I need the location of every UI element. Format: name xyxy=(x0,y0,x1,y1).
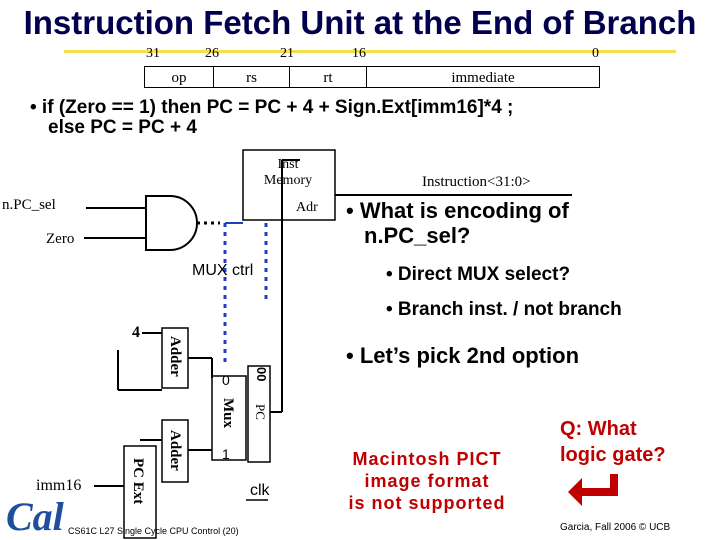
title-underline xyxy=(64,50,676,53)
bullet-direct-mux: • Direct MUX select? xyxy=(386,264,571,285)
pict-line1: Macintosh PICT xyxy=(352,449,502,469)
npc-sel-label: n.PC_sel xyxy=(2,197,56,213)
bit-16: 16 xyxy=(352,46,366,61)
question-line1: Q: What xyxy=(560,418,637,440)
field-immediate: immediate xyxy=(366,66,600,88)
clk-label: clk xyxy=(250,482,270,499)
bit-31: 31 xyxy=(146,46,160,61)
svg-text:Cal: Cal xyxy=(6,494,65,538)
footer-course: CS61C L27 Single Cycle CPU Control (20) xyxy=(68,526,239,536)
imm16-label: imm16 xyxy=(36,477,82,494)
instruction-label: Instruction<31:0> xyxy=(422,174,531,190)
pict-line3: is not supported xyxy=(348,493,506,513)
pc-register xyxy=(247,365,271,463)
mux-input-1: 1 xyxy=(222,446,230,462)
zeros-label: 00 xyxy=(254,367,269,382)
and-gate xyxy=(145,195,198,251)
pict-placeholder: Macintosh PICT image format is not suppo… xyxy=(315,448,539,513)
field-rt: rt xyxy=(289,66,367,88)
question-encoding-line1: • What is encoding of xyxy=(346,198,569,223)
bullet-branch-inst: • Branch inst. / not branch xyxy=(386,299,622,320)
adder-top xyxy=(161,327,189,389)
adr-label: Adr xyxy=(296,200,318,215)
mux-ctrl-label: MUX ctrl xyxy=(192,262,254,279)
bit-0: 0 xyxy=(592,46,599,61)
question-line2: logic gate? xyxy=(560,444,666,466)
inst-memory-box xyxy=(242,149,336,221)
pc-label: PC xyxy=(253,404,268,420)
cal-logo-icon: Cal xyxy=(6,494,65,538)
bullet-pick-option: • Let’s pick 2nd option xyxy=(346,343,580,368)
formula-line1: • if (Zero == 1) then PC = PC + 4 + Sign… xyxy=(30,97,514,118)
adder-bottom xyxy=(161,419,189,483)
pc-ext-label: PC Ext xyxy=(130,458,146,505)
mux-input-0: 0 xyxy=(222,372,230,388)
formula-line2: else PC = PC + 4 xyxy=(48,117,197,138)
footer-credit: Garcia, Fall 2006 © UCB xyxy=(560,522,671,533)
field-rs: rs xyxy=(213,66,290,88)
bit-21: 21 xyxy=(280,46,294,61)
four-label: 4 xyxy=(132,324,140,341)
mux-box xyxy=(211,375,247,461)
red-arrow-icon xyxy=(568,474,618,506)
zero-label: Zero xyxy=(46,231,75,247)
mux-label: Mux xyxy=(220,398,236,428)
pc-ext-box xyxy=(123,445,157,539)
bit-26: 26 xyxy=(205,46,219,61)
adder-top-label: Adder xyxy=(167,336,183,377)
question-encoding-line2: n.PC_sel? xyxy=(364,223,471,248)
logic-gate-question: Q: What logic gate? xyxy=(560,416,666,468)
adder-bottom-label: Adder xyxy=(167,430,183,471)
pict-line2: image format xyxy=(364,471,490,491)
page-title: Instruction Fetch Unit at the End of Bra… xyxy=(23,4,697,41)
question-encoding: • What is encoding of n.PC_sel? xyxy=(346,198,569,248)
inst-memory-label: Inst Memory xyxy=(263,157,313,188)
